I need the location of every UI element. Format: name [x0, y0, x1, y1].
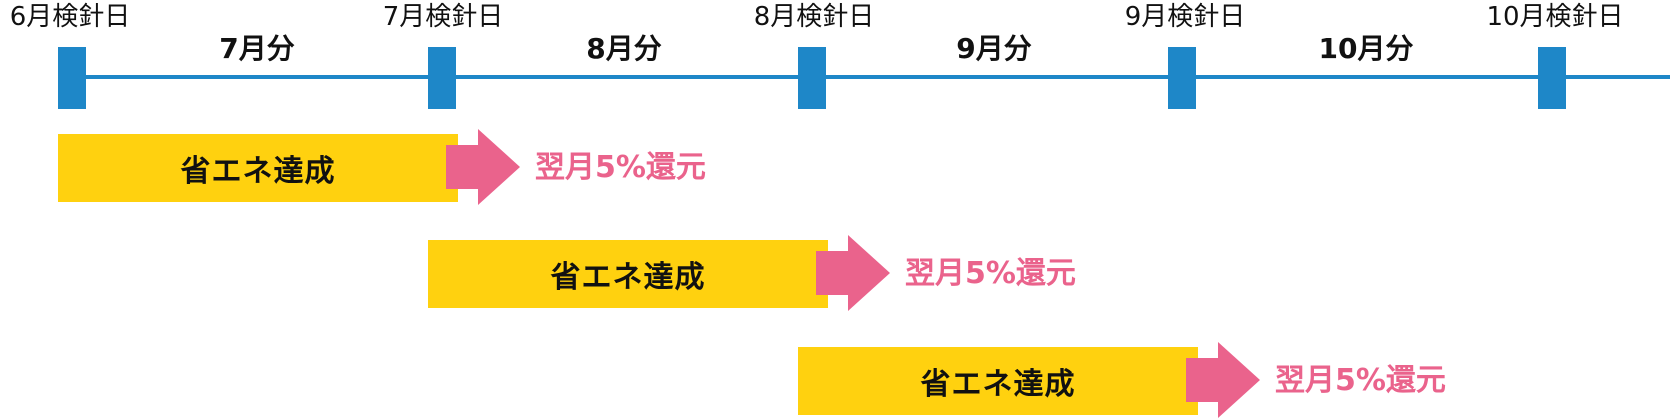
- achievement-bar-third: 省エネ達成: [798, 347, 1198, 415]
- reward-label-second: 翌月5%還元: [905, 256, 1076, 291]
- achievement-bar-first: 省エネ達成: [58, 134, 458, 202]
- meter-marker-september: [1168, 47, 1196, 109]
- meter-marker-july: [428, 47, 456, 109]
- reward-arrow-icon-second: [816, 235, 890, 311]
- meter-reading-day-june: 6月検針日: [9, 2, 131, 32]
- reward-label-first: 翌月5%還元: [535, 150, 706, 185]
- meter-reading-day-july: 7月検針日: [382, 2, 504, 32]
- timeline-line: [58, 75, 1670, 79]
- period-september: 9月分: [956, 32, 1032, 65]
- period-october: 10月分: [1318, 32, 1414, 65]
- meter-marker-october: [1538, 47, 1566, 109]
- meter-reading-day-september: 9月検針日: [1124, 2, 1246, 32]
- meter-reading-day-august: 8月検針日: [753, 2, 875, 32]
- reward-arrow-icon-first: [446, 129, 520, 205]
- meter-marker-june: [58, 47, 86, 109]
- period-july: 7月分: [219, 32, 295, 65]
- achievement-bar-second: 省エネ達成: [428, 240, 828, 308]
- reward-arrow-icon-third: [1186, 342, 1260, 418]
- reward-label-third: 翌月5%還元: [1275, 363, 1446, 398]
- meter-marker-august: [798, 47, 826, 109]
- meter-reading-day-october: 10月検針日: [1486, 2, 1624, 32]
- period-august: 8月分: [586, 32, 662, 65]
